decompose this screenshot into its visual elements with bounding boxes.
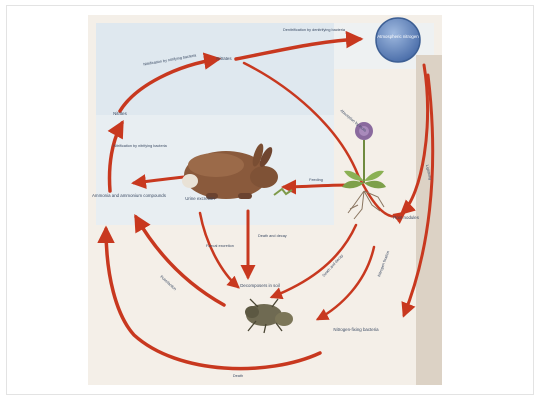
decomposers-label: Decomposers in soil	[240, 283, 280, 288]
atmospheric-nitrogen-label: Atmospheric nitrogen	[377, 34, 419, 39]
death-decay-label: Death and decay	[258, 234, 287, 238]
feeding-label: Feeding	[309, 178, 323, 182]
nitrates-label: Nitrates	[216, 56, 232, 61]
nitrites-label: Nitrites	[113, 111, 127, 116]
denitrification-label: Denitrification by denitrifying bacteria	[283, 28, 346, 32]
sky-panel-top	[96, 23, 334, 115]
nitrification-left-label: Nitrification by nitrifying bacteria	[113, 144, 167, 148]
nitrogen-cycle-diagram: Atmospheric nitrogen Nitrates Nitrites A…	[88, 15, 442, 385]
diagram-canvas: Atmospheric nitrogen Nitrates Nitrites A…	[88, 15, 442, 385]
nitrogen-sphere-icon	[376, 18, 420, 62]
nitrogen-fixing-bacteria-label: Nitrogen-fixing bacteria	[333, 327, 379, 332]
root-nodules-label: Root nodules	[393, 215, 420, 220]
faecal-excretion-label: Faecal excretion	[206, 244, 234, 248]
animal-wastes-label: Urine excretion	[185, 196, 215, 201]
death-bottom-label: Death	[233, 374, 243, 378]
ammonia-label: Ammonia and ammonium compounds	[92, 193, 167, 198]
